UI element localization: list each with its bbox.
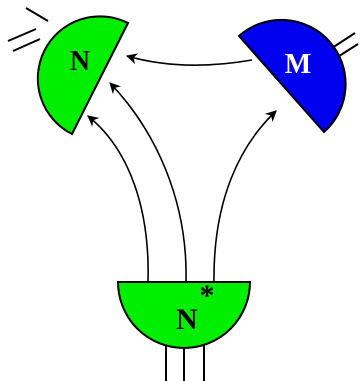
wire-n-lower-1 [7, 28, 37, 42]
wire-m-1 [331, 32, 356, 49]
node-m: M [237, 18, 347, 134]
edge-m-to-n [125, 53, 253, 66]
node-n-star: N * [116, 279, 252, 349]
node-n-star-shape [116, 281, 252, 349]
edges [87, 53, 277, 283]
edge-nstar-to-m [213, 110, 277, 283]
node-m-shape [237, 18, 347, 134]
edge-nstar-to-n-outer [109, 82, 187, 283]
node-n-star-label: N [176, 303, 198, 336]
node-n-label: N [70, 46, 90, 77]
wire-n-lower-2 [12, 38, 41, 52]
wire-n-upper [25, 7, 49, 22]
node-n: N [36, 15, 130, 136]
node-m-label: M [285, 49, 311, 80]
node-n-star-superscript: * [200, 279, 215, 312]
edge-nstar-to-n-inner [87, 115, 149, 283]
node-n-shape [36, 15, 130, 136]
